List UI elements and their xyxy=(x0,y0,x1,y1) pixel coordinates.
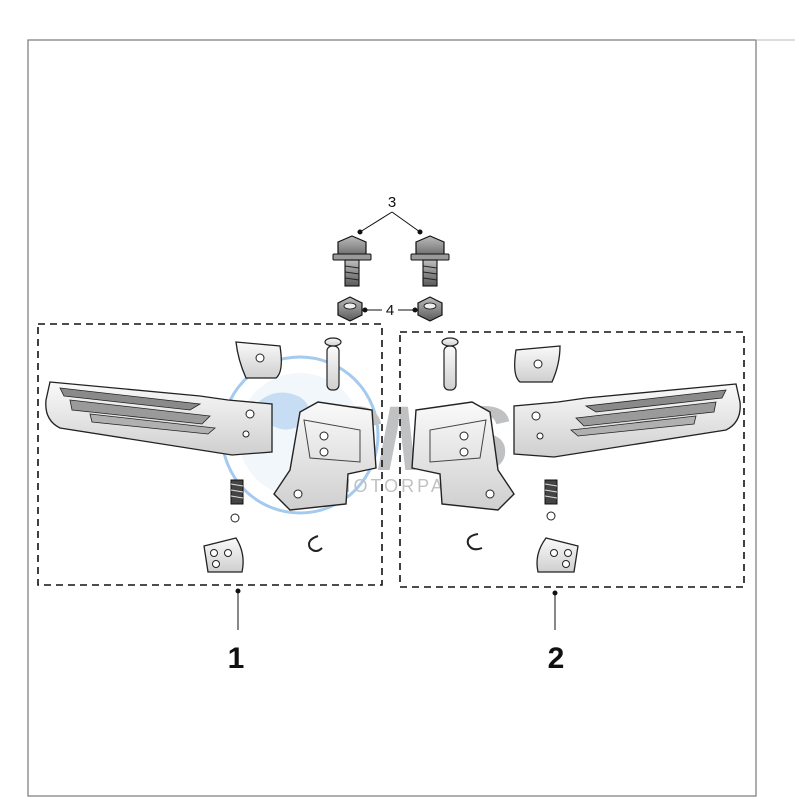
clip-right xyxy=(466,533,483,551)
plate-right-top xyxy=(514,345,561,383)
bracket-right xyxy=(411,401,515,511)
spring-right xyxy=(544,479,558,521)
assembly-box-right xyxy=(399,331,745,588)
callout-2: 2 xyxy=(548,642,565,675)
plate-right-bottom xyxy=(536,537,579,573)
nut-right xyxy=(417,296,443,322)
plate-left-bottom xyxy=(203,537,244,573)
nut-left xyxy=(337,296,363,322)
callout-3: 3 xyxy=(388,194,396,211)
callout-2-leader xyxy=(552,590,558,630)
plate-left-top xyxy=(235,341,282,379)
footrest-left xyxy=(45,381,273,456)
pin-right xyxy=(441,337,459,391)
spring-left xyxy=(230,479,244,523)
clip-left xyxy=(308,535,323,552)
callout-4-leaders xyxy=(362,307,418,313)
assembly-box-left xyxy=(37,323,383,586)
bracket-left xyxy=(273,401,377,511)
callout-4: 4 xyxy=(386,302,394,319)
callout-3-leaders xyxy=(357,211,423,235)
bolt-left xyxy=(332,235,372,287)
callout-1-leader xyxy=(235,588,241,630)
pin-left xyxy=(324,337,342,391)
callout-1: 1 xyxy=(228,642,245,675)
footrest-right xyxy=(513,383,741,458)
bolt-right xyxy=(410,235,450,287)
